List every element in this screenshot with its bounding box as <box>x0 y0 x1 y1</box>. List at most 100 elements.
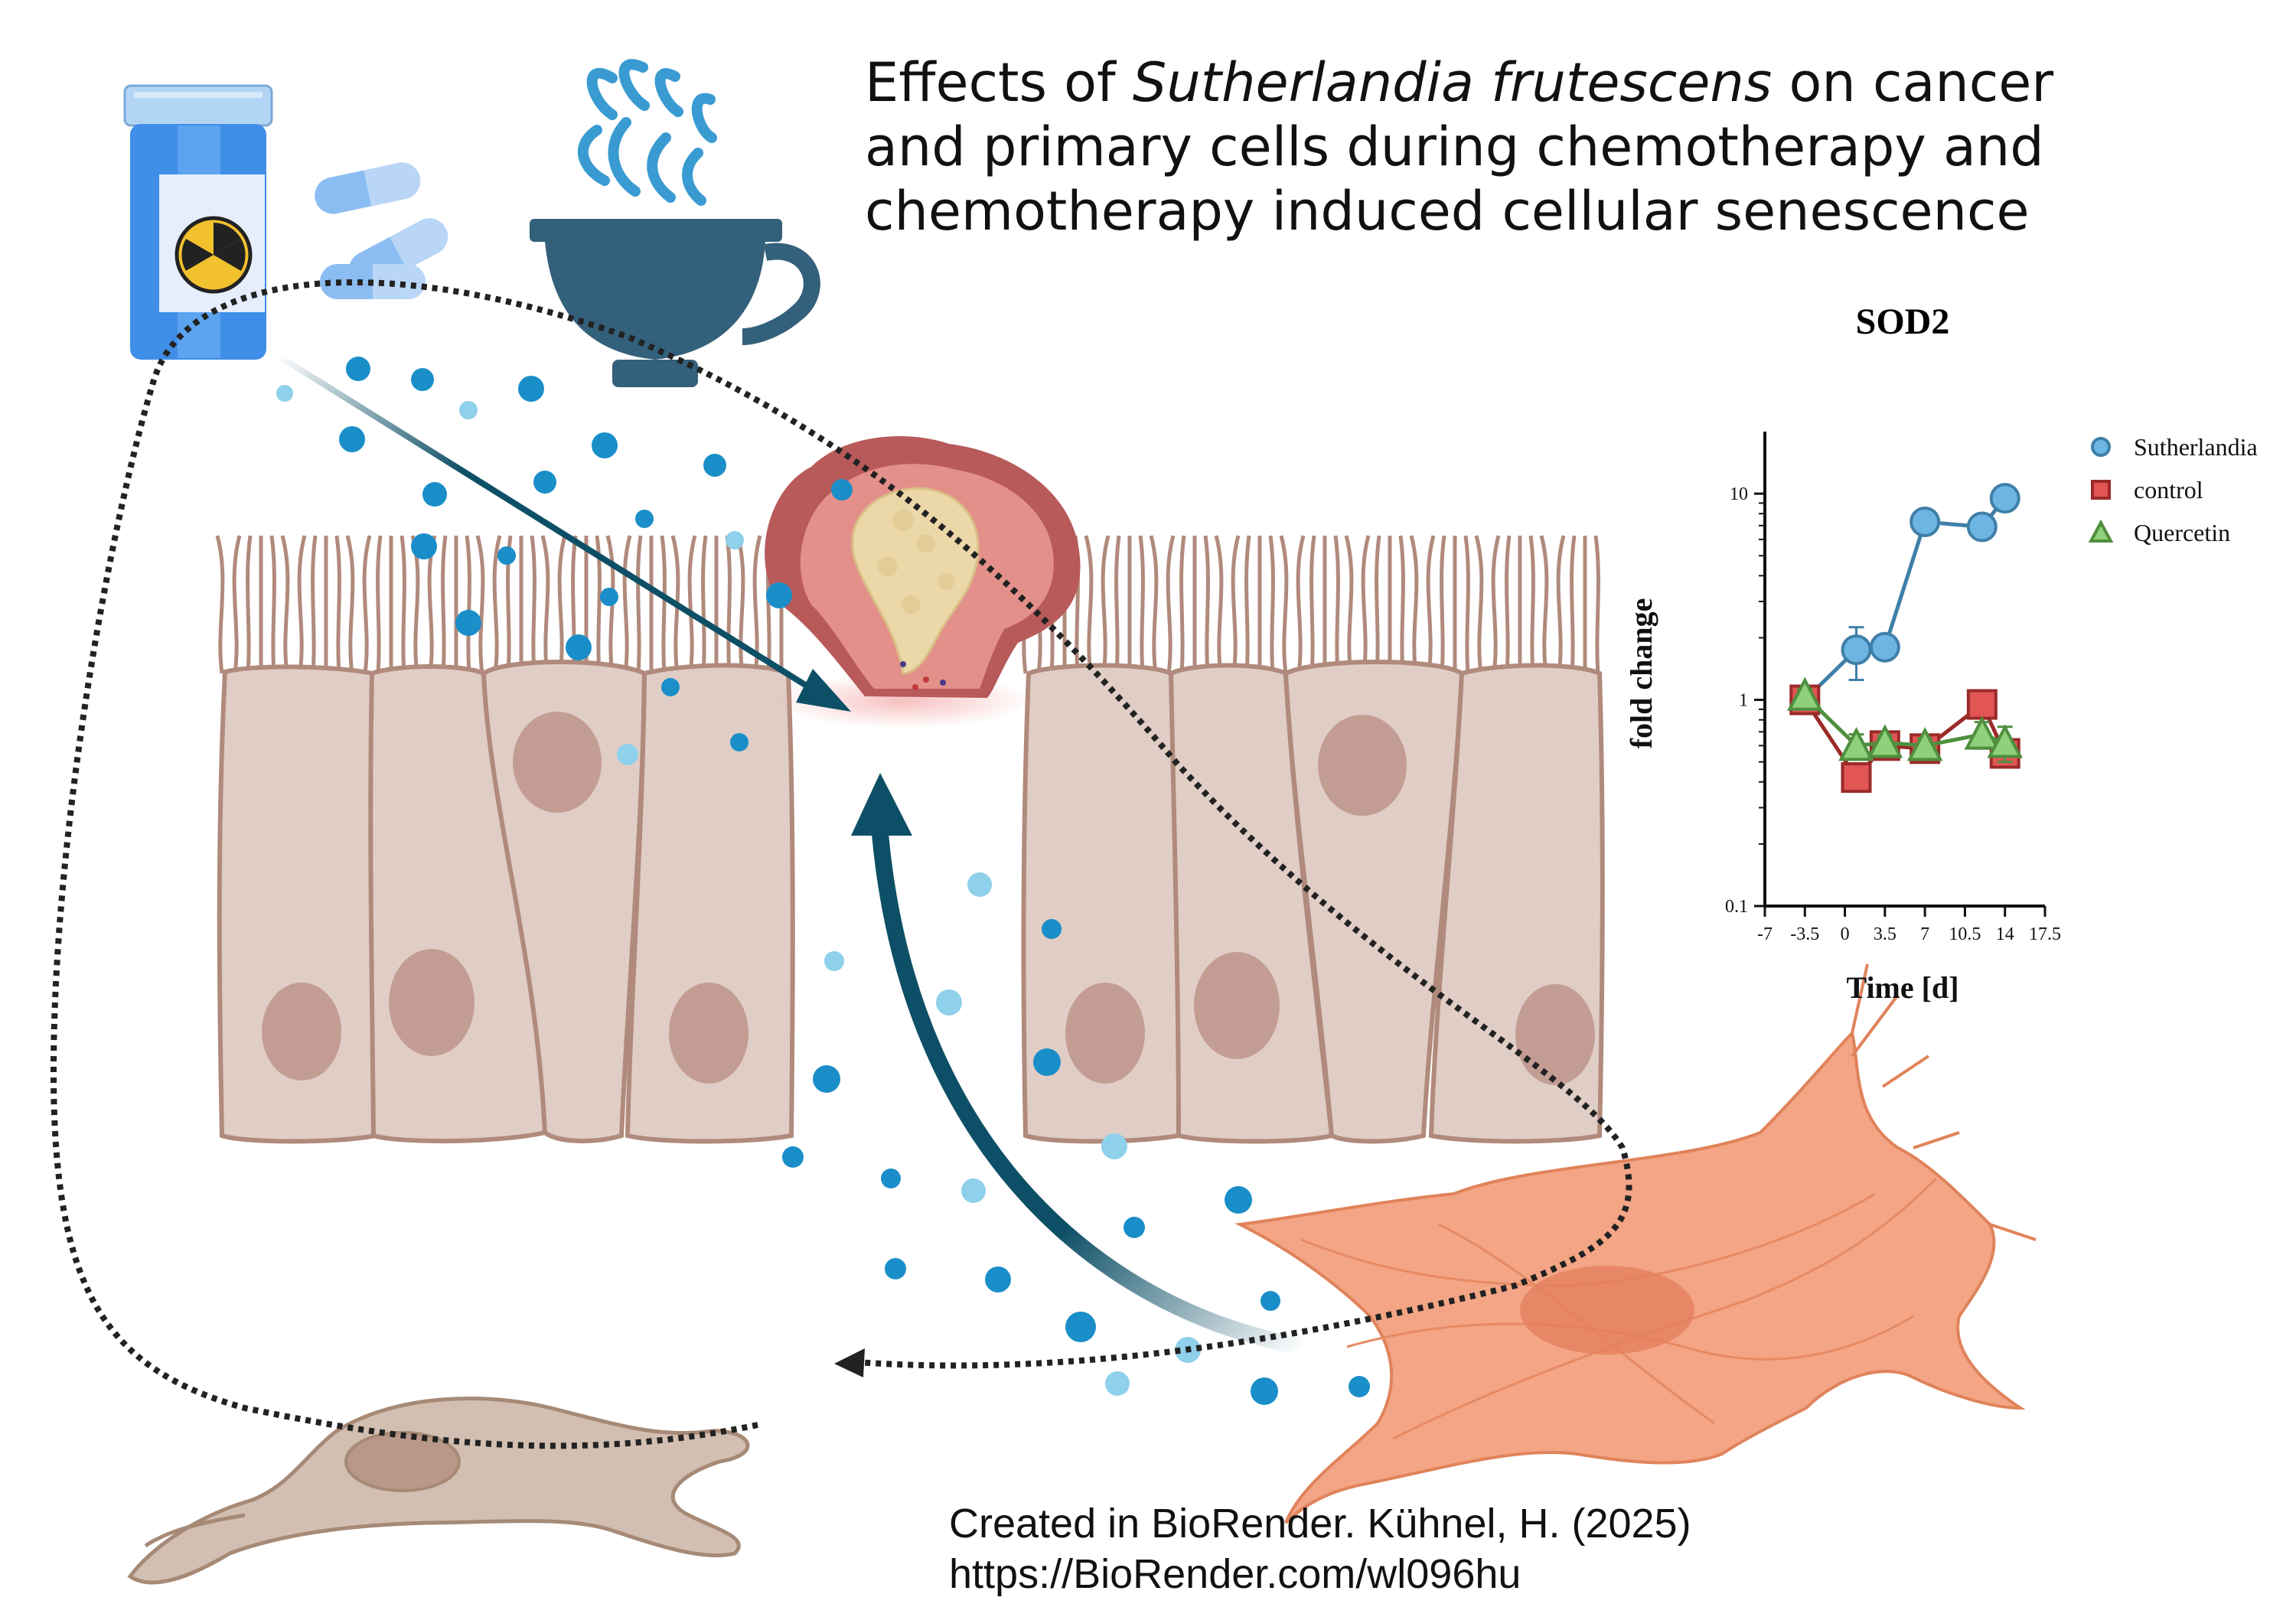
data-point <box>1906 727 1943 761</box>
microvillus <box>1361 535 1371 674</box>
radiation-pill-bottle-icon <box>123 84 273 360</box>
microvillus <box>530 535 536 674</box>
microvillus <box>400 535 406 674</box>
microvillus <box>1231 535 1241 674</box>
data-point <box>1987 724 2024 758</box>
microvillus <box>1528 535 1535 674</box>
microvillus <box>687 535 697 674</box>
microvillus <box>557 535 567 674</box>
microvillus <box>246 535 253 674</box>
droplet <box>1251 1377 1278 1405</box>
microvillus <box>1409 535 1419 674</box>
microvillus <box>280 535 290 674</box>
data-point <box>1841 634 1872 666</box>
data-point <box>1989 483 2020 514</box>
microvillus <box>1344 535 1354 674</box>
microvillus <box>1084 535 1094 674</box>
droplet <box>936 989 962 1015</box>
microvillus <box>725 535 732 674</box>
microvillus <box>475 535 485 674</box>
microvillus <box>1556 535 1566 674</box>
data-point <box>1964 715 2001 750</box>
droplet <box>985 1266 1011 1292</box>
x-tick-label: 14 <box>1996 924 2014 944</box>
microvillus <box>362 535 372 674</box>
y-tick-label: 10 <box>1730 484 1748 504</box>
microvillus <box>1203 535 1210 674</box>
fibroblast-icon <box>127 1397 750 1585</box>
droplet <box>422 482 447 507</box>
droplet <box>411 533 437 559</box>
droplet <box>459 401 478 419</box>
microvillus <box>1149 535 1159 674</box>
droplet <box>1101 1133 1127 1159</box>
droplet <box>276 385 293 402</box>
droplet <box>600 588 618 606</box>
droplet <box>726 531 744 549</box>
droplet <box>518 376 544 402</box>
data-point <box>1966 689 1998 720</box>
droplet <box>1033 1048 1061 1076</box>
capsule-icon <box>315 162 448 299</box>
microvillus <box>1138 535 1145 674</box>
droplet <box>455 610 481 636</box>
data-point <box>1867 724 1903 758</box>
y-axis-label: fold change <box>1624 598 1658 749</box>
droplet <box>730 733 748 751</box>
droplet <box>766 582 792 608</box>
droplet <box>635 510 654 528</box>
credit-text: Created in BioRender. Kühnel, H. (2025) … <box>949 1501 1691 1597</box>
droplet <box>617 744 638 765</box>
microvillus <box>1268 535 1275 674</box>
microvillus <box>1214 535 1224 674</box>
compound-droplets <box>276 357 1370 1405</box>
microvillus <box>492 535 502 674</box>
microvillus <box>232 535 242 674</box>
microvillus <box>1309 535 1316 674</box>
cycle-loop-arrowhead <box>834 1348 865 1377</box>
droplet <box>566 634 592 660</box>
droplet <box>1349 1376 1370 1397</box>
senescence-signal-arrow <box>851 773 1307 1355</box>
data-point <box>2088 519 2114 543</box>
microvillus <box>660 535 667 674</box>
microvillus <box>1398 535 1405 674</box>
data-point <box>2091 437 2111 457</box>
microvillus <box>465 535 471 674</box>
microvilli <box>215 535 1600 674</box>
droplet <box>885 1258 906 1279</box>
droplet <box>592 432 618 458</box>
microvillus <box>1491 535 1501 674</box>
title-part-1: Effects of <box>865 51 1133 114</box>
droplet <box>703 454 726 477</box>
microvillus <box>595 535 602 674</box>
x-tick-label: 17.5 <box>2029 924 2061 944</box>
microvillus <box>735 535 745 674</box>
droplet <box>831 479 853 500</box>
microvillus <box>1505 535 1512 674</box>
chemo-arrow <box>275 352 851 712</box>
microvillus <box>1244 535 1251 674</box>
microvillus <box>1333 535 1340 674</box>
microvillus <box>1101 535 1110 674</box>
droplet <box>1225 1186 1252 1214</box>
x-axis-label: Time [d] <box>1846 970 1958 1005</box>
epithelial-cells-icon <box>217 660 795 1144</box>
microvillus <box>1279 535 1289 674</box>
legend-item: control <box>2091 476 2203 504</box>
microvillus <box>540 535 550 674</box>
microvillus <box>1440 535 1446 674</box>
microvillus <box>334 535 341 674</box>
microvillus <box>1570 535 1577 674</box>
legend-item: Sutherlandia <box>2091 433 2258 461</box>
microvillus <box>1114 535 1121 674</box>
data-point <box>1966 511 1998 543</box>
x-tick-label: 3.5 <box>1874 924 1896 944</box>
microvillus <box>441 535 448 674</box>
x-tick-label: -7 <box>1757 924 1773 944</box>
senescent-fibroblast-icon <box>1234 963 2037 1524</box>
droplet <box>1261 1291 1280 1311</box>
droplet <box>813 1065 840 1093</box>
